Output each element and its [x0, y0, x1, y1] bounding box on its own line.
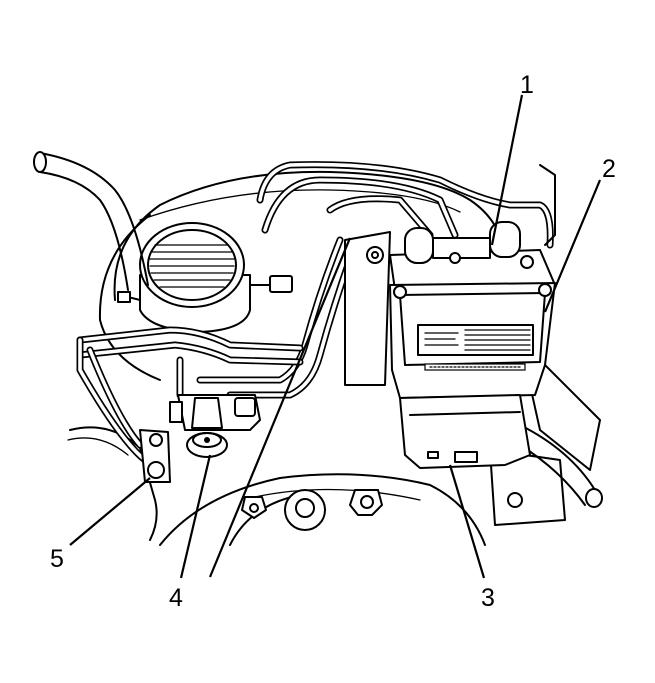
leader-2 — [543, 179, 602, 313]
vacuum-hose — [33, 151, 149, 291]
leader-5 — [69, 477, 151, 546]
leader-1 — [490, 94, 524, 246]
leader-3 — [448, 464, 486, 579]
proportioning-valve — [169, 394, 261, 458]
line-bracket — [139, 429, 171, 483]
callout-5: 5 — [50, 545, 64, 573]
brake-booster — [98, 170, 506, 381]
strut-tower — [159, 473, 486, 546]
abs-module-top — [366, 221, 556, 291]
leader-4a — [179, 454, 212, 579]
callout-3: 3 — [481, 584, 495, 612]
harness-connector — [399, 394, 531, 469]
callout-2: 2 — [602, 155, 616, 183]
ebcm-module — [389, 282, 556, 399]
brake-lines — [76, 161, 554, 464]
leader-4b — [208, 237, 352, 578]
callout-1: 1 — [520, 71, 534, 99]
callout-4: 4 — [169, 584, 183, 612]
reservoir — [117, 222, 293, 333]
leader-lines — [69, 94, 602, 579]
